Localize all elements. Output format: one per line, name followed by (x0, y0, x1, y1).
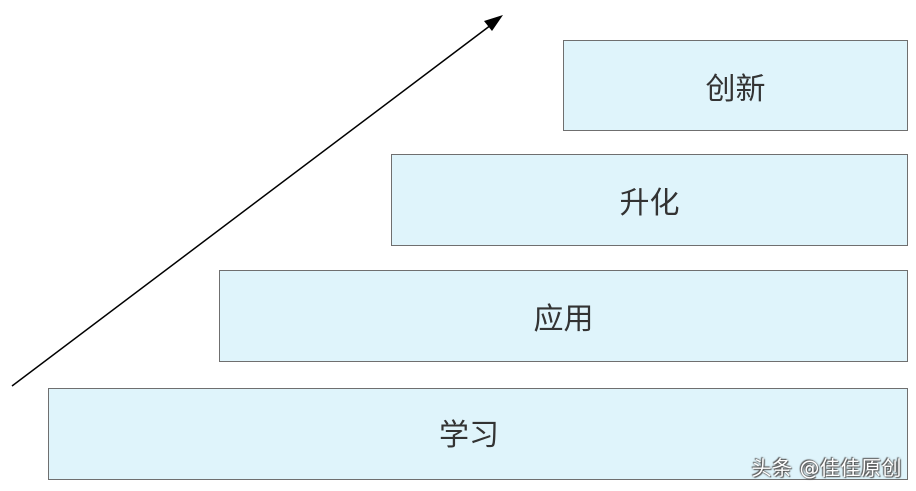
step-box-apply: 应用 (219, 270, 908, 362)
step-label-apply: 应用 (533, 302, 594, 337)
step-box-learn: 学习 (48, 388, 908, 480)
step-box-elevate: 升化 (391, 154, 908, 246)
step-box-innovate: 创新 (563, 40, 908, 131)
step-label-elevate: 升化 (619, 186, 680, 221)
step-label-learn: 学习 (439, 418, 499, 453)
watermark: 头条 @佳佳原创 (751, 456, 902, 480)
growth-arrow-shaft (11, 24, 492, 387)
step-label-innovate: 创新 (705, 71, 766, 107)
growth-arrow-head (484, 15, 503, 31)
